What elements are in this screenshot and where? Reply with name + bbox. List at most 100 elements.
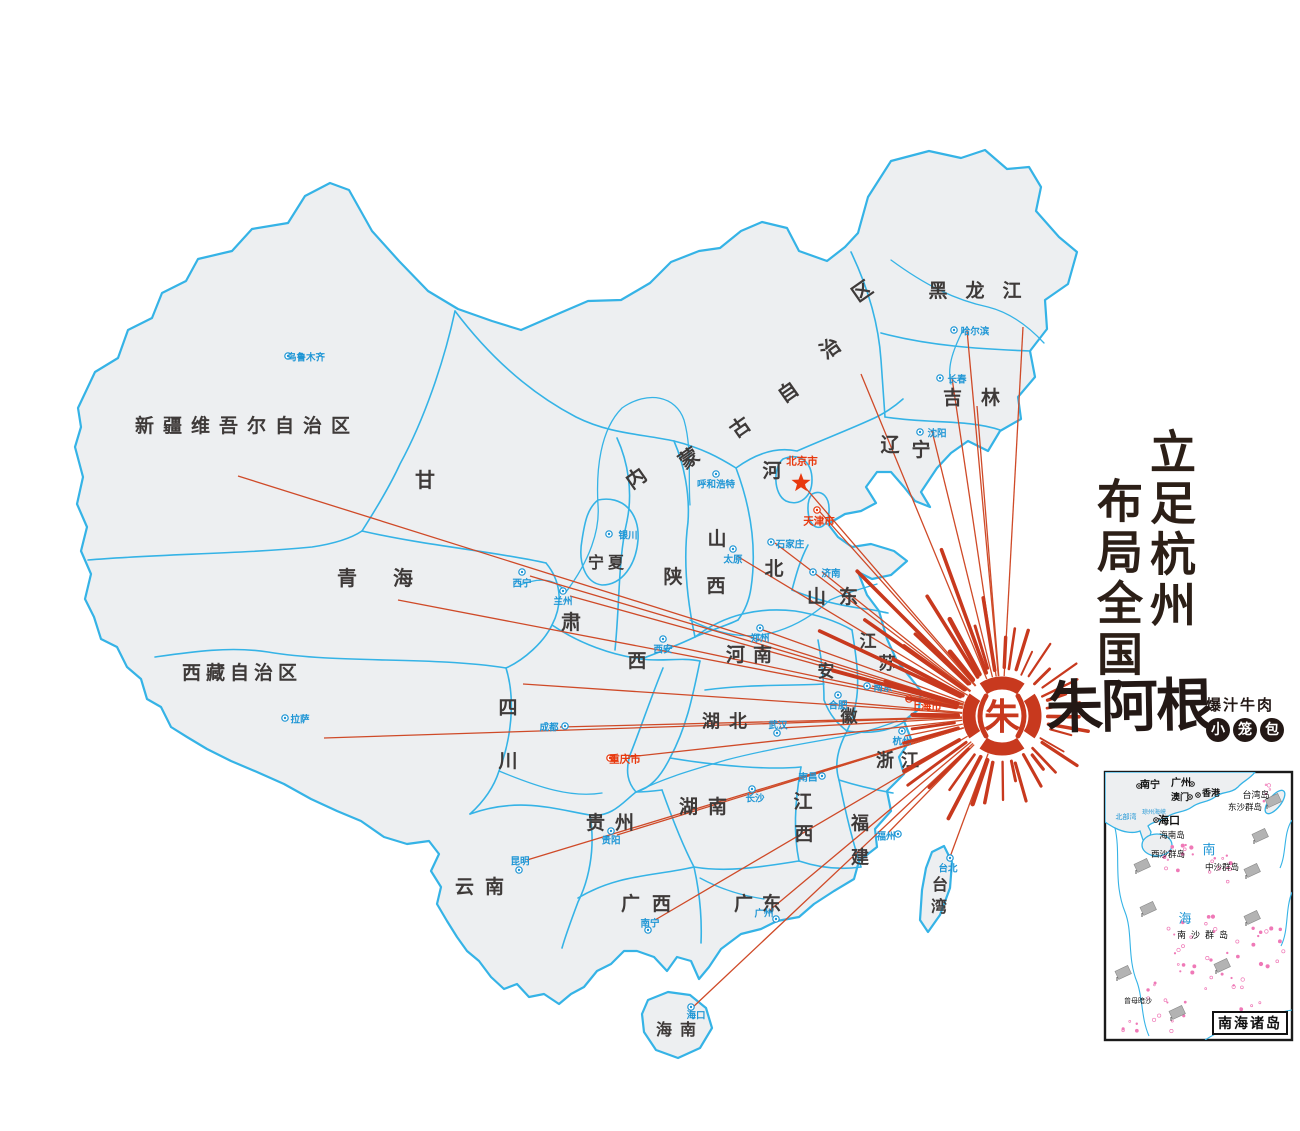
pink-islet [1235, 939, 1240, 944]
hub-ray [1031, 746, 1057, 774]
pink-islet [1179, 970, 1182, 973]
province-label: 河南 [726, 644, 780, 666]
pink-islet [1146, 996, 1150, 1000]
inset-flag [1251, 828, 1269, 843]
city-marker-dot [661, 637, 665, 641]
province-label: 宁夏 [588, 553, 628, 572]
hub-ray [947, 649, 976, 683]
pink-islet [1269, 926, 1274, 931]
city-label: 西安 [653, 643, 673, 655]
route-line [762, 629, 1003, 717]
inset-label: 南 [1202, 842, 1215, 858]
brand-seal: 小 [1206, 718, 1230, 742]
route-lines-layer [237, 326, 1024, 1009]
city-marker-dot [731, 547, 735, 551]
hub-ray [891, 657, 965, 698]
city-label: 银川 [618, 529, 637, 541]
province-label: 河 [762, 460, 781, 482]
pink-islet [1258, 961, 1264, 967]
province-label: 广西 [621, 892, 683, 915]
pink-islet [1228, 861, 1233, 866]
pink-islet [1232, 984, 1235, 987]
hub-ray [970, 757, 990, 807]
province-label: 广东 [734, 892, 790, 915]
pink-islet [1183, 1000, 1187, 1004]
province-label: 肃 [561, 611, 581, 634]
inset-label: 香港 [1201, 787, 1221, 798]
hub-ray [983, 760, 995, 805]
city-marker-dot [769, 540, 773, 544]
route-line [769, 715, 1003, 911]
pink-islet [1166, 858, 1169, 861]
pink-islet [1209, 975, 1213, 980]
pink-islet [1210, 859, 1214, 864]
pink-islet [1266, 783, 1271, 788]
province-border [846, 629, 859, 732]
route-line [323, 715, 1003, 739]
hub-ray-long [925, 594, 980, 679]
inset-content: 南宁广州澳门香港台湾岛东沙群岛海口海南岛西沙群岛中沙群岛南沙群岛曾母暗沙北部湾琼… [1105, 772, 1292, 1040]
hub-ray [1020, 650, 1034, 676]
pink-islet [1262, 799, 1266, 803]
river [498, 770, 603, 795]
inset-coastline [1279, 819, 1292, 869]
hub-ray [1007, 627, 1017, 671]
province-border [635, 789, 663, 793]
city-marker-dot [607, 532, 611, 536]
inset-label: 海南岛 [1159, 830, 1185, 840]
hub-ray-long [939, 547, 989, 675]
province-border [836, 730, 848, 781]
province-border [884, 416, 1001, 431]
inset-label: 琼州海峡 [1142, 808, 1166, 816]
province-border [838, 779, 862, 868]
city-label: 南昌 [798, 771, 817, 783]
province-label: 海南 [656, 1020, 704, 1039]
emblem-backdrop [962, 676, 1042, 756]
city-label: 广州 [754, 907, 773, 919]
pink-islet [1189, 935, 1193, 939]
pink-islet [1227, 867, 1232, 872]
beijing-star [791, 473, 811, 492]
pink-islet [1258, 930, 1263, 934]
city-marker-dot [948, 856, 952, 860]
province-border [775, 455, 813, 504]
hub-ray [1027, 642, 1052, 678]
pink-islet [1190, 970, 1195, 975]
province-border [580, 498, 639, 586]
province-border [735, 467, 755, 621]
province-borders-layer [87, 251, 1031, 949]
pink-islet [1216, 866, 1222, 871]
province-label: 辽 [880, 434, 899, 456]
province-label: 浙江 [876, 749, 926, 770]
city-marker-dot [820, 774, 824, 778]
south-china-sea-inset: 南宁广州澳门香港台湾岛东沙群岛海口海南岛西沙群岛中沙群岛南沙群岛曾母暗沙北部湾琼… [1103, 770, 1294, 1042]
province-label: 西 [706, 576, 725, 597]
municipality-label: 重庆市 [609, 753, 641, 766]
hub-ray [1049, 728, 1073, 737]
pink-islet [1121, 1028, 1125, 1033]
taiwan-island [918, 844, 954, 934]
city-label: 合肥 [828, 699, 848, 711]
province-labels-layer: 新疆维吾尔自治区西藏自治区青海甘肃宁夏陕西山西河北山东河南江苏安徽湖北浙江湖南江… [135, 277, 1022, 1039]
pink-islet [1278, 927, 1283, 932]
city-label: 杭州 [892, 735, 911, 747]
hub-ray [946, 754, 983, 821]
province-border [673, 440, 696, 638]
hub-ray [1014, 628, 1030, 672]
province-label: 宁 [911, 438, 930, 461]
municipality-label: 天津市 [803, 515, 835, 528]
city-label: 成都 [539, 721, 559, 733]
city-marker-dot [689, 1005, 693, 1009]
pink-islet [1230, 976, 1233, 980]
pink-islet [1251, 942, 1256, 947]
hub-ray [948, 753, 976, 792]
city-label: 沈阳 [927, 427, 946, 439]
hub-ray [1045, 701, 1081, 710]
hub-ray [1040, 740, 1079, 768]
route-line [559, 715, 1003, 728]
pink-islet [1180, 920, 1185, 925]
brand-side-block: 爆汁牛肉 小笼包 [1206, 694, 1300, 742]
hub-ray-long [831, 668, 960, 706]
pink-islet [1152, 1017, 1157, 1022]
